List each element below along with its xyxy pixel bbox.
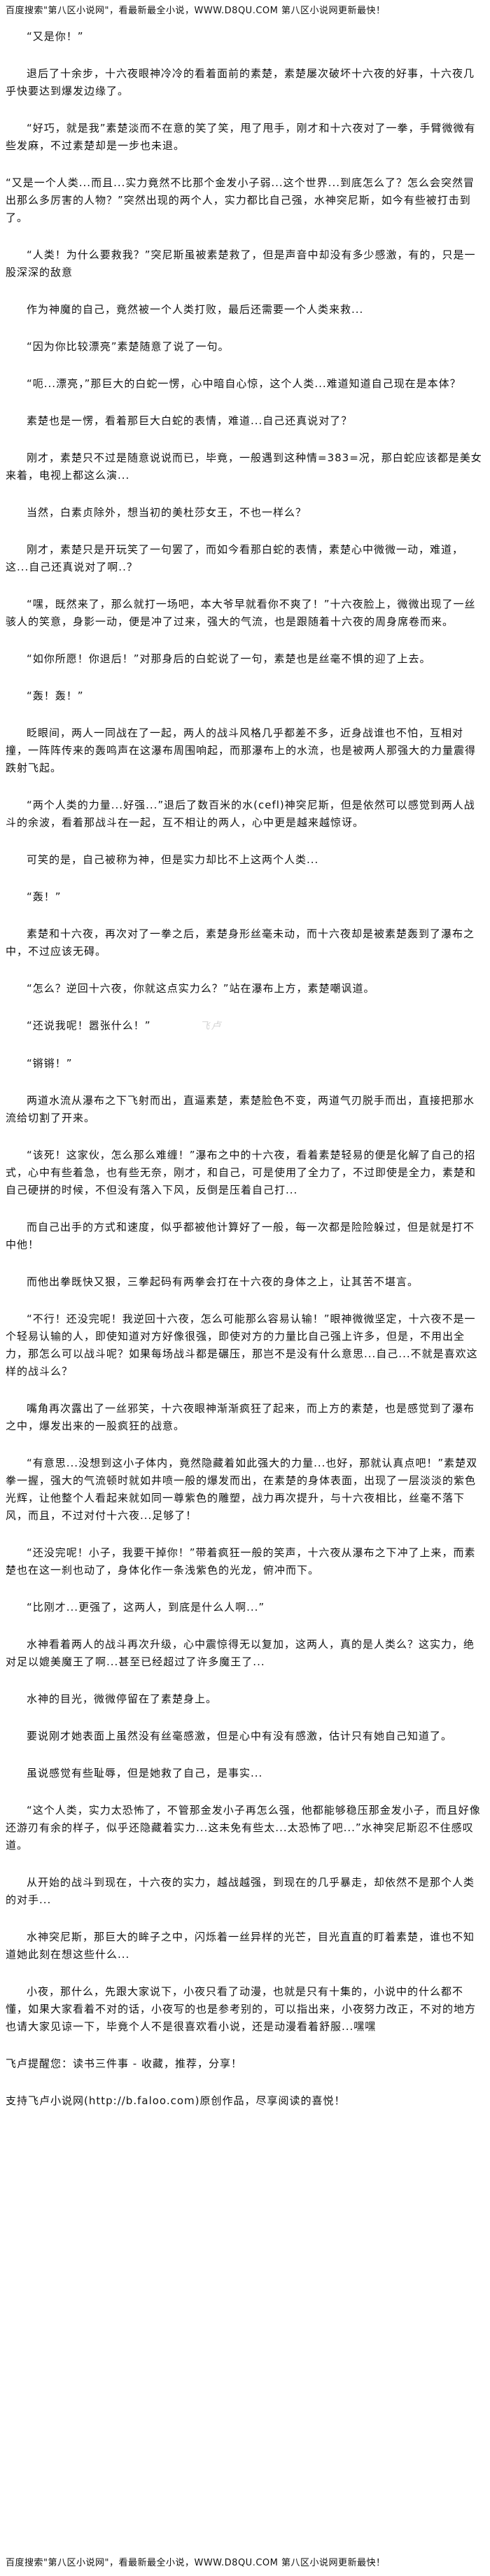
story-paragraph: 素楚和十六夜，再次对了一拳之后，素楚身形丝毫未动，而十六夜却是被素楚轰到了瀑布之… <box>6 927 475 958</box>
story-paragraph: “轰！轰！” <box>27 690 84 702</box>
story-paragraph-text: “还说我呢！嚣张什么！” <box>27 1019 151 1032</box>
story-paragraph: 当然，白素贞除外，想当初的美杜莎女王，不也一样么？ <box>27 506 307 519</box>
story-paragraph: “这个人类，实力太恐怖了，不管那金发小子再怎么强，他都能够稳压那金发小子，而且好… <box>6 1804 481 1851</box>
story-paragraph: “又是一个人类...而且...实力竟然不比那个金发小子弱...这个世界...到底… <box>6 176 475 224</box>
story-paragraph: 作为神魔的自己，竟然被一个人类打败，最后还需要一个人类来救... <box>27 303 364 316</box>
watermark-logo: 飞卢 <box>200 1021 223 1032</box>
author-note: 小夜，那什么，先跟大家说下，小夜只看了动漫，也就是只有十集的，小说中的什么都不懂… <box>6 1985 477 2033</box>
story-paragraph: “有意思...没想到这小子体内，竟然隐藏着如此强大的力量...也好，那就认真点吧… <box>6 1457 478 1522</box>
story-paragraph: 水神看着两人的战斗再次升级，心中震惊得无以复加，这两人，真的是人类么？这实力，绝… <box>6 1638 475 1668</box>
story-paragraph: “嘿，既然来了，那么就打一场吧，本大爷早就看你不爽了！”十六夜脸上，微微出现了一… <box>6 598 476 628</box>
story-paragraph: 水神突尼斯，那巨大的眸子之中，闪烁着一丝异样的光芒，目光直直的盯着素楚，谁也不知… <box>6 1931 475 1961</box>
story-paragraph: 嘴角再次露出了一丝邪笑，十六夜眼神渐渐疯狂了起来，而上方的素楚，也是感觉到了瀑布… <box>6 1402 475 1432</box>
story-paragraph: “锵锵！” <box>27 1057 73 1070</box>
site-banner-bottom: 百度搜索"第八区小说网"，看最新最全小说，WWW.D8QU.COM 第八区小说网… <box>6 2558 386 2568</box>
story-paragraph: “又是你！” <box>27 30 84 43</box>
story-paragraph: 退后了十余步，十六夜眼神冷冷的看着面前的素楚，素楚屡次破坏十六夜的好事，十六夜几… <box>6 67 475 97</box>
site-banner-top: 百度搜索"第八区小说网"，看最新最全小说，WWW.D8QU.COM 第八区小说网… <box>6 6 386 16</box>
story-paragraph: “还没完呢！小子，我要干掉你！”带着疯狂一般的笑声，十六夜从瀑布之下冲了上来，而… <box>6 1546 476 1576</box>
story-paragraph: 要说刚才她表面上虽然没有丝毫感激，但是心中有没有感激，估计只有她自己知道了。 <box>27 1730 453 1742</box>
story-paragraph: 从开始的战斗到现在，十六夜的实力，越战越强，到现在的几乎暴走，却依然不是那个人类… <box>6 1876 475 1906</box>
story-paragraph: “还说我呢！嚣张什么！” 飞卢 <box>6 1017 484 1035</box>
story-paragraph: 而他出拳既快又狠，三拳起码有两拳会打在十六夜的身体之上，让其苦不堪言。 <box>27 1275 419 1288</box>
story-paragraph: “因为你比较漂亮”素楚随意了说了一句。 <box>27 340 230 353</box>
story-paragraph: 而自己出手的方式和速度，似乎都被他计算好了一般，每一次都是险险躲过，但是就是打不… <box>6 1221 475 1251</box>
story-paragraph: “怎么？逆回十六夜，你就这点实力么？”站在瀑布上方，素楚嘲讽道。 <box>27 982 375 995</box>
support-notice: 支持飞卢小说网(http://b.faloo.com)原创作品，尽享阅读的喜悦！ <box>6 2094 346 2107</box>
story-paragraph: 两道水流从瀑布之下飞射而出，直逼素楚，素楚脸色不变，两道气刃脱手而出，直接把那水… <box>6 1094 475 1124</box>
story-paragraph: “呃...漂亮，”那巨大的白蛇一愣，心中暗自心惊，这个人类...难道知道自己现在… <box>27 377 461 390</box>
story-paragraph: “两个人类的力量...好强...”退后了数百米的水(cefl)神突尼斯，但是依然… <box>6 799 475 829</box>
story-paragraph: “该死！这家伙，怎么那么难缠！”瀑布之中的十六夜，看着素楚轻易的便是化解了自己的… <box>6 1149 477 1196</box>
story-paragraph: “如你所愿！你退后！”对那身后的白蛇说了一句，素楚也是丝毫不惧的迎了上去。 <box>27 652 431 665</box>
story-paragraph: 水神的目光，微微停留在了素楚身上。 <box>27 1693 218 1705</box>
story-paragraph: 可笑的是，自己被称为神，但是实力却比不上这两个人类... <box>27 853 319 866</box>
chapter-content: “又是你！” 退后了十余步，十六夜眼神冷冷的看着面前的素楚，素楚屡次破坏十六夜的… <box>6 28 484 2129</box>
story-paragraph: 刚才，素楚只不过是随意说说而已，毕竟，一般遇到这种情=383=况，那白蛇应该都是… <box>6 451 482 482</box>
story-paragraph: 眨眼间，两人一同战在了一起，两人的战斗风格几乎都差不多，近身战谁也不怕，互相对撞… <box>6 727 477 774</box>
story-paragraph: “好巧，就是我”素楚淡而不在意的笑了笑，甩了甩手，刚才和十六夜对了一拳，手臂微微… <box>6 122 476 152</box>
story-paragraph: “比刚才...更强了，这两人，到底是什么人啊...” <box>27 1601 265 1614</box>
story-paragraph: “人类！为什么要救我？”突尼斯虽被素楚救了，但是声音中却没有多少感激，有的，只是… <box>6 248 476 279</box>
story-paragraph: 虽说感觉有些耻辱，但是她救了自己，是事实... <box>27 1767 263 1779</box>
story-paragraph: 刚才，素楚只是开玩笑了一句罢了，而如今看那白蛇的表情，素楚心中微微一动，难道，这… <box>6 543 464 573</box>
story-paragraph: “不行！还没完呢！我逆回十六夜，怎么可能那么容易认输！”眼神微微坚定，十六夜不是… <box>6 1312 478 1378</box>
story-paragraph: “轰！” <box>27 890 62 903</box>
story-paragraph: 素楚也是一愣，看着那巨大白蛇的表情，难道...自己还真说对了？ <box>27 414 353 427</box>
reading-tip: 飞卢提醒您：读书三件事 - 收藏，推荐，分享！ <box>6 2057 242 2070</box>
